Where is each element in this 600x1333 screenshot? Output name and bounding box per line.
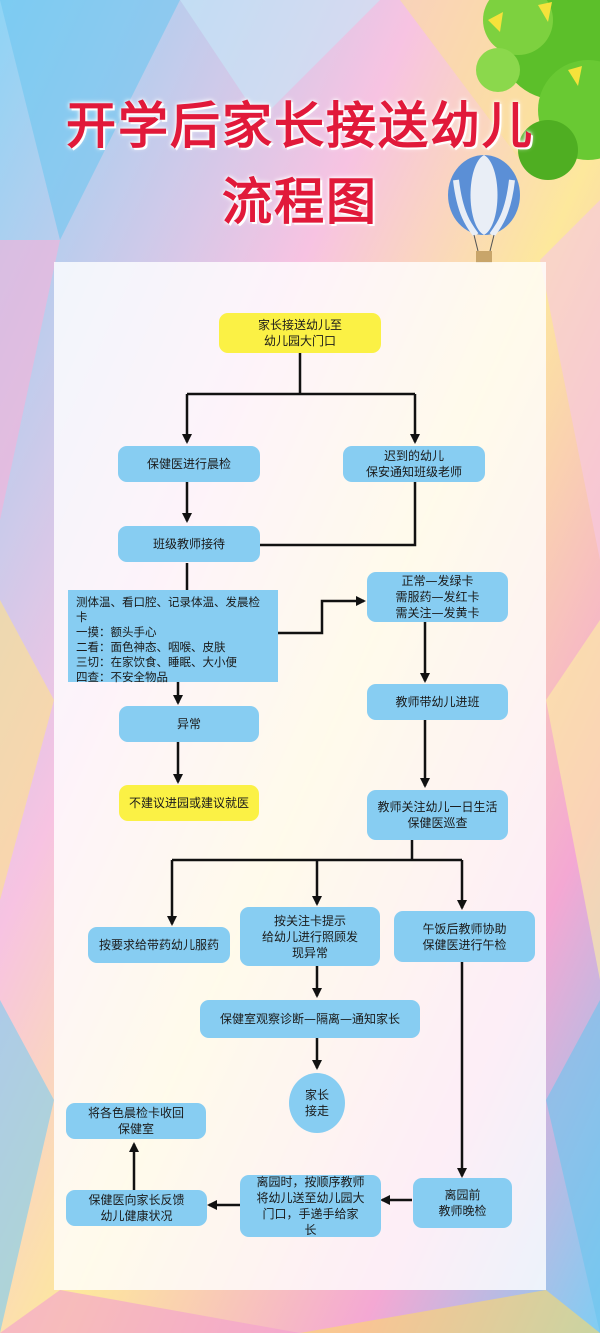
node-pickup: 家长 接走: [289, 1073, 345, 1133]
node-leave: 离园时，按顺序教师 将幼儿送至幼儿园大 门口，手递手给家 长: [240, 1175, 381, 1237]
node-observe: 保健室观察诊断—隔离—通知家长: [200, 1000, 420, 1038]
node-morning-check: 保健医进行晨检: [118, 446, 260, 482]
page-title-line1: 开学后家长接送幼儿: [66, 97, 534, 155]
node-daily-care: 教师关注幼儿一日生活 保健医巡查: [367, 790, 508, 840]
node-class-teacher: 班级教师接待: [118, 526, 260, 562]
node-late: 迟到的幼儿 保安通知班级老师: [343, 446, 485, 482]
node-attention: 按关注卡提示 给幼儿进行照顾发 现异常: [240, 907, 380, 966]
connector-start-split: [187, 352, 415, 396]
node-noon-check: 午饭后教师协助 保健医进行午检: [394, 911, 535, 962]
node-check-items: 测体温、看口腔、记录体温、发晨检卡 一摸：额头手心 二看：面色神态、咽喉、皮肤 …: [68, 590, 278, 684]
node-collect-card: 将各色晨检卡收回 保健室: [66, 1103, 206, 1139]
tree-leaves-icon: [476, 0, 600, 180]
node-abnormal: 异常: [119, 706, 259, 742]
node-cards: 正常—发绿卡 需服药—发红卡 需关注—发黄卡: [367, 572, 508, 622]
node-feedback: 保健医向家长反馈 幼儿健康状况: [66, 1190, 207, 1226]
node-medicine: 按要求给带药幼儿服药: [88, 927, 230, 963]
node-not-recommended: 不建议进园或建议就医: [119, 785, 259, 821]
connector-late-to-teacher: [260, 482, 417, 547]
connector-daily-split: [172, 840, 462, 862]
node-enter-class: 教师带幼儿进班: [367, 684, 508, 720]
node-start: 家长接送幼儿至 幼儿园大门口: [219, 313, 381, 353]
hot-air-balloon-icon: [448, 155, 520, 263]
arrow-to-cards: [278, 596, 366, 635]
node-evening-check: 离园前 教师晚检: [413, 1178, 512, 1228]
page-title-line2: 流程图: [222, 173, 378, 231]
